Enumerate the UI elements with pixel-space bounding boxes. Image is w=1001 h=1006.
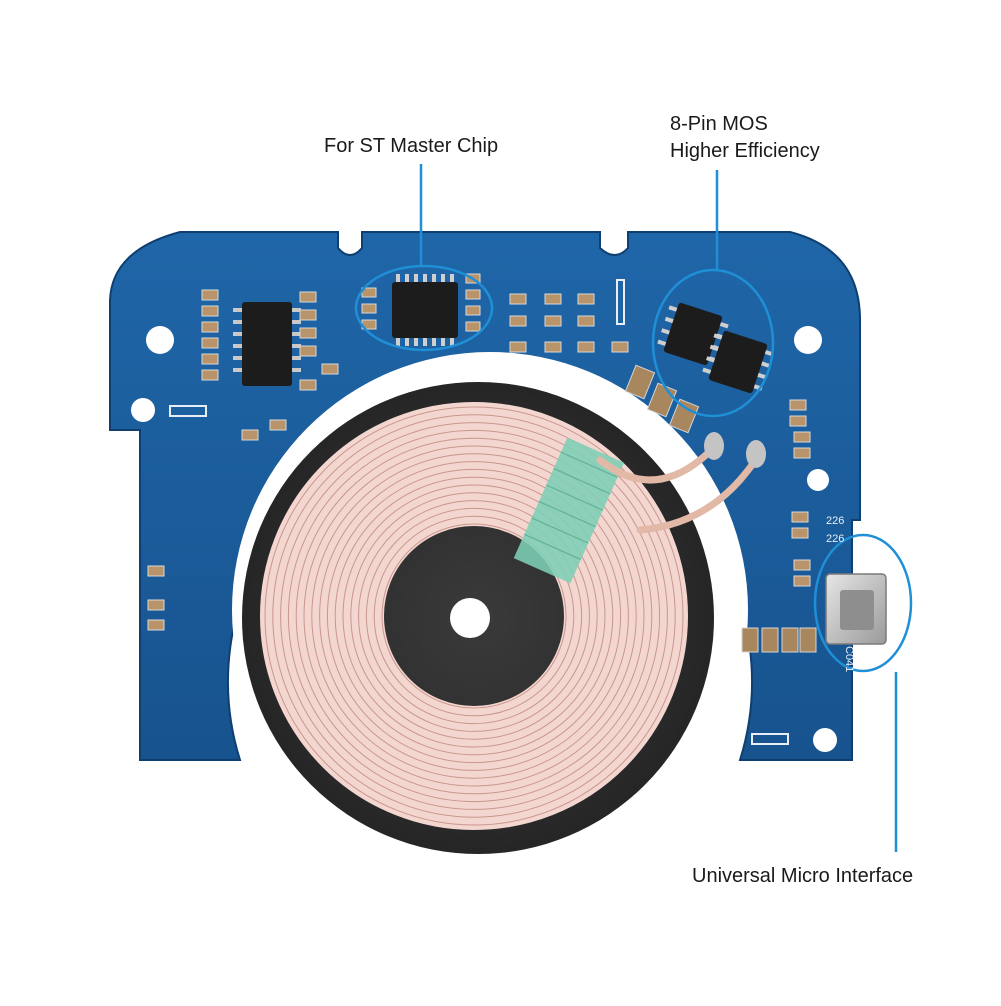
smd-components — [147, 273, 811, 631]
coil-winding — [287, 429, 661, 803]
coil-center-hole — [450, 598, 490, 638]
micro-callout-text: Universal Micro Interface — [692, 865, 914, 887]
coil-winding — [381, 523, 567, 709]
coil-winding — [311, 453, 637, 779]
coil-copper-band — [260, 402, 688, 830]
coil-winding — [334, 476, 614, 756]
coil-tape — [513, 437, 625, 584]
micro-callout: Universal Micro Interface — [692, 863, 913, 890]
coil-winding — [280, 422, 668, 810]
mos-chip-2 — [702, 330, 774, 394]
mos-callout-line-2: Higher Efficiency — [670, 140, 820, 162]
port-silk-label: C041 — [843, 646, 855, 672]
st-chip-callout: For ST Master Chip — [324, 133, 498, 160]
coil-winding — [319, 461, 629, 771]
mos-callout-line-1: 8-Pin MOS — [670, 113, 768, 135]
left-ic-chip — [233, 302, 301, 386]
highlight-circles — [354, 264, 913, 673]
port-highlight — [813, 533, 913, 673]
mos-callout: 8-Pin MOS Higher Efficiency — [670, 111, 820, 165]
st-chip-highlight — [354, 264, 494, 352]
silkscreen-marks — [169, 279, 789, 745]
coil-winding — [264, 406, 684, 826]
mounting-holes — [131, 326, 837, 752]
cap-label-b: 226 — [826, 533, 844, 545]
st-master-chip — [392, 274, 458, 346]
coil-winding — [303, 445, 645, 787]
st-chip-callout-text: For ST Master Chip — [324, 135, 499, 157]
cap-label-a: 226 — [826, 515, 844, 527]
coil-winding — [272, 414, 676, 818]
tantalum-caps — [624, 364, 817, 653]
coil-winding — [365, 507, 583, 725]
coil-winding — [295, 437, 653, 795]
coil-winding — [358, 500, 590, 732]
coil-winding — [342, 484, 606, 748]
wireless-coil — [242, 382, 766, 854]
leader-lines — [419, 164, 898, 852]
coil-winding — [373, 515, 575, 717]
silkscreen-text: 226 226 C041 — [826, 515, 855, 672]
micro-usb-port-icon — [825, 573, 887, 645]
coil-winding — [350, 492, 598, 740]
mos-highlight — [651, 268, 775, 418]
coil-winding — [326, 468, 622, 764]
